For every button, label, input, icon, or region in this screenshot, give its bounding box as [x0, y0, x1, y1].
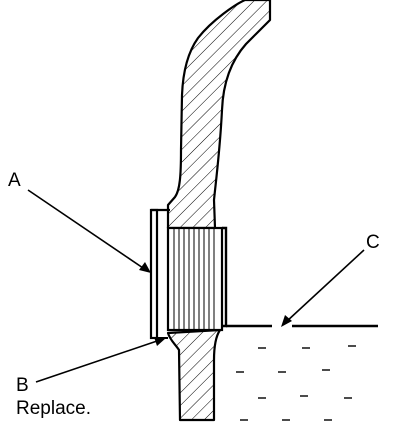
leader-arrow-b [35, 337, 166, 383]
callout-label-a: A [8, 170, 21, 191]
housing-step [222, 226, 228, 328]
callout-label-c: C [366, 232, 380, 253]
lower-wall-section [166, 328, 222, 422]
upper-wall-section [166, 0, 272, 230]
leader-arrow-c [281, 249, 365, 327]
fluid-dash-marks [236, 345, 356, 421]
callout-note-b: Replace. [16, 398, 91, 419]
seal-body [166, 226, 224, 332]
leader-arrow-a [27, 189, 151, 273]
callout-label-b: B [16, 375, 29, 396]
